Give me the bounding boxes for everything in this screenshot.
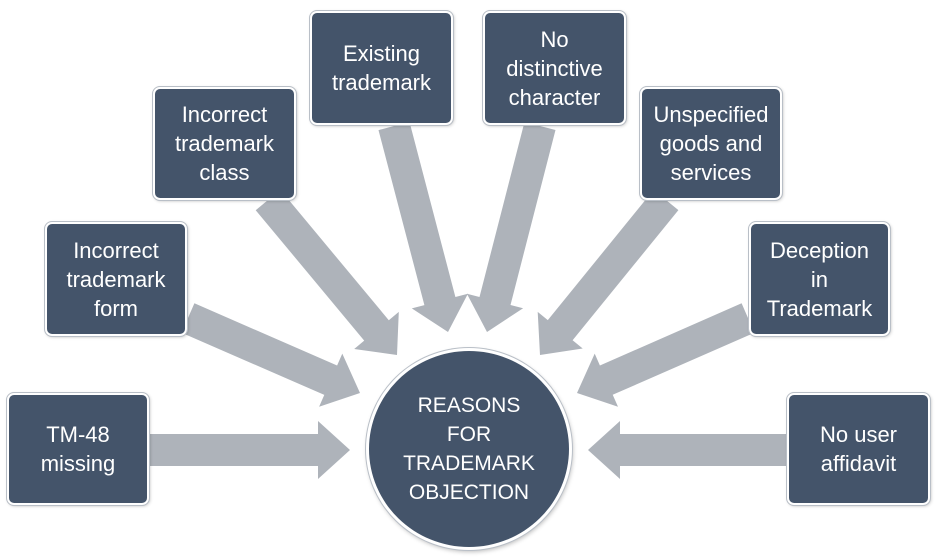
reason-label: No user affidavit	[819, 422, 898, 476]
reason-label: No distinctive character	[506, 26, 603, 110]
arrow-unspecified	[537, 189, 679, 355]
arrow-deception	[577, 303, 755, 407]
reason-box-tm48: TM-48 missing	[6, 392, 150, 506]
reason-label: Unspecified goods and services	[653, 102, 769, 185]
reason-label: Incorrect trademark class	[174, 102, 275, 185]
reason-box-class: Incorrect trademark class	[152, 86, 297, 201]
arrow-existing	[378, 121, 468, 333]
arrows-layer	[150, 121, 786, 479]
reason-label: Deception in Trademark	[766, 237, 873, 321]
arrow-form	[181, 303, 360, 407]
center-circle: REASONS FOR TRADEMARK OBJECTION	[366, 348, 572, 550]
arrow-affidavit	[588, 421, 786, 479]
reason-box-existing: Existing trademark	[309, 10, 454, 126]
reason-label: Existing trademark	[331, 41, 432, 95]
arrow-class	[255, 189, 399, 355]
reason-box-form: Incorrect trademark form	[44, 221, 188, 337]
arrow-distinctive	[466, 122, 556, 332]
reason-box-affidavit: No user affidavit	[786, 392, 931, 506]
reason-box-distinctive: No distinctive character	[482, 10, 627, 126]
center-label: REASONS FOR TRADEMARK OBJECTION	[403, 394, 535, 504]
reason-box-deception: Deception in Trademark	[748, 221, 891, 337]
reason-label: TM-48 missing	[40, 422, 116, 476]
reason-label: Incorrect trademark form	[66, 237, 166, 321]
arrow-tm48	[150, 421, 350, 479]
reason-box-unspecified: Unspecified goods and services	[639, 86, 783, 201]
